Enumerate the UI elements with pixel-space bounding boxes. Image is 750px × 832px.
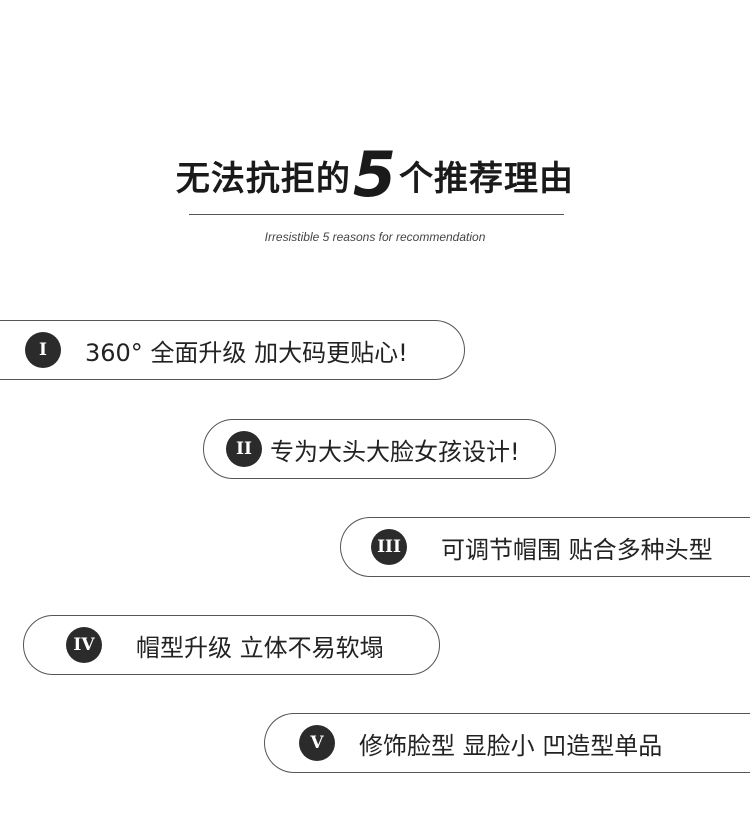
reason-text: 360° 全面升级 加大码更贴心! — [85, 338, 408, 367]
reason-item-1: I 360° 全面升级 加大码更贴心! — [0, 320, 465, 380]
title-after: 个推荐理由 — [399, 159, 575, 199]
roman-numeral-badge: III — [371, 529, 407, 565]
roman-numeral-badge: I — [25, 332, 61, 368]
reason-text: 帽型升级 立体不易软塌 — [136, 633, 384, 662]
page-title: 无法抗拒的5个推荐理由 — [0, 138, 750, 211]
reason-item-2: II 专为大头大脸女孩设计! — [203, 419, 556, 479]
reason-text: 专为大头大脸女孩设计! — [270, 437, 520, 466]
title-divider — [189, 214, 564, 215]
reason-item-4: IV 帽型升级 立体不易软塌 — [23, 615, 440, 675]
reason-item-5: V 修饰脸型 显脸小 凹造型单品 — [264, 713, 750, 773]
page-subtitle: Irresistible 5 reasons for recommendatio… — [264, 230, 486, 244]
reason-text: 可调节帽围 贴合多种头型 — [441, 535, 713, 564]
title-number: 5 — [352, 138, 398, 211]
reason-text: 修饰脸型 显脸小 凹造型单品 — [359, 731, 663, 760]
roman-numeral-badge: V — [299, 725, 335, 761]
roman-numeral-badge: IV — [66, 627, 102, 663]
roman-numeral-badge: II — [226, 431, 262, 467]
title-before: 无法抗拒的 — [175, 159, 351, 199]
reason-item-3: III 可调节帽围 贴合多种头型 — [340, 517, 750, 577]
